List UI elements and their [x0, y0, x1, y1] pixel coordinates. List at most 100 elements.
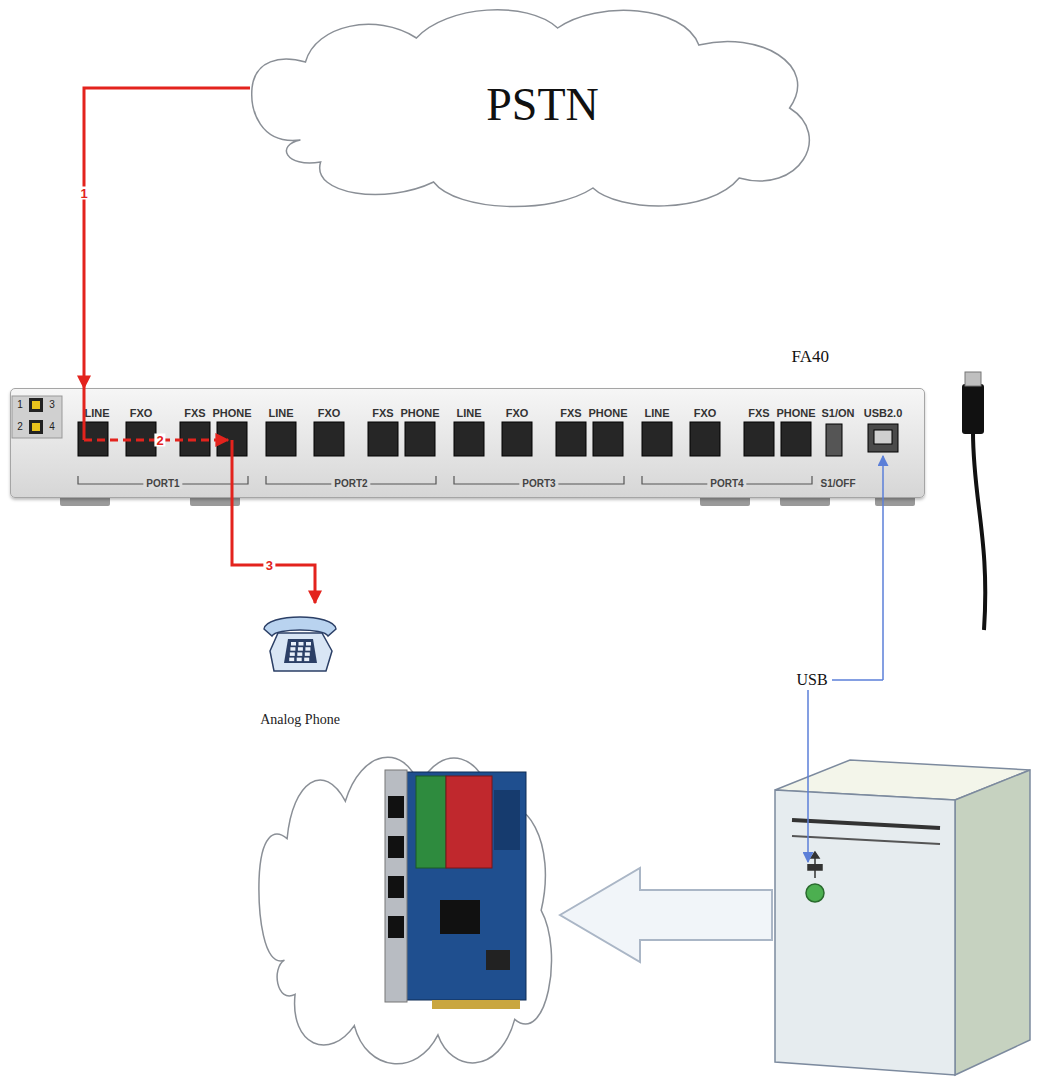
line-wiring [84, 388, 232, 498]
port-label: PHONE [588, 408, 627, 419]
phone-caption: Analog Phone [225, 712, 375, 728]
phone-handset [264, 617, 336, 636]
rj-jack [744, 422, 774, 456]
drive-slot [792, 836, 940, 844]
phone-key [289, 658, 294, 662]
port-label: FXO [130, 408, 153, 419]
block-arrow [560, 868, 772, 962]
usb-cable [962, 372, 985, 630]
card-cloud [259, 757, 552, 1064]
port-label: LINE [84, 408, 109, 419]
card-pcb [404, 772, 526, 1000]
rj-jack [180, 422, 210, 456]
callout-number: 1 [78, 187, 89, 200]
cloud-outline [252, 10, 810, 207]
port-label: FXO [506, 408, 529, 419]
port-label: LINE [644, 408, 669, 419]
callout-number: 3 [264, 559, 275, 572]
card-edge-connector [432, 1000, 520, 1009]
phone-key [299, 642, 304, 646]
plug-tip [965, 372, 981, 386]
led-number: 2 [17, 422, 23, 432]
phone-key [290, 652, 295, 656]
edge-layer [84, 88, 315, 603]
port-label: USB2.0 [864, 408, 903, 419]
connection-label: USB [794, 672, 829, 688]
port-label: FXS [372, 408, 393, 419]
port-label: LINE [268, 408, 293, 419]
cable-plug [962, 384, 984, 434]
port-label: FXO [694, 408, 717, 419]
port-label: S1/ON [821, 408, 854, 419]
phone-key [304, 658, 309, 662]
phone-key [306, 642, 311, 646]
rj-jack [368, 422, 398, 456]
port-label: PORT4 [707, 479, 746, 489]
drive-slot [792, 820, 940, 828]
rj-jack [388, 916, 404, 938]
port-label: PORT1 [143, 479, 182, 489]
phone-key [291, 642, 296, 646]
callout-number: 2 [154, 434, 165, 447]
port-label: FXO [318, 408, 341, 419]
phone-key [297, 658, 302, 662]
power-switch [826, 424, 842, 456]
port-label: PHONE [212, 408, 251, 419]
led [29, 398, 43, 412]
led-number: 4 [49, 422, 55, 432]
phone-key [297, 652, 302, 656]
rj-jack [388, 876, 404, 898]
led-number: 3 [49, 400, 55, 410]
port-label: LINE [456, 408, 481, 419]
network-cloud: PSTN [250, 0, 835, 215]
cloud-outline [259, 757, 552, 1064]
usb-port-inner [874, 430, 892, 444]
card-chip [440, 900, 480, 934]
rj-jack [78, 422, 108, 456]
rj-jack [217, 422, 247, 456]
card-module-blue [494, 790, 520, 850]
usb-connection [808, 456, 883, 862]
led-light [32, 423, 40, 431]
cloud-title: PSTN [486, 78, 598, 131]
rj-jack [454, 422, 484, 456]
usb-symbol [808, 852, 822, 878]
port-label: PORT2 [331, 479, 370, 489]
signal-arrow [232, 498, 315, 603]
rj-jack [388, 796, 404, 818]
port-label: FXS [184, 408, 205, 419]
phone-body [270, 633, 332, 671]
tower-side [955, 770, 1030, 1075]
tower-front [775, 790, 955, 1075]
card-module-red [446, 776, 492, 868]
rj-jack [781, 422, 811, 456]
device-name: FA40 [792, 347, 829, 367]
port-brackets [78, 476, 812, 484]
usb-line [882, 456, 884, 680]
rj-jack [266, 422, 296, 456]
cable-wire [973, 432, 985, 630]
phone-key [298, 647, 303, 651]
phone-key [305, 647, 310, 651]
computer-tower [775, 760, 1030, 1075]
phone-icon [260, 603, 340, 683]
port-label: PHONE [400, 408, 439, 419]
led-light [32, 401, 40, 409]
rj-jack [314, 422, 344, 456]
signal-arrow [84, 88, 250, 388]
port-label: S1/OFF [817, 479, 858, 489]
port-label: FXS [748, 408, 769, 419]
port-label: PHONE [776, 408, 815, 419]
pci-card [385, 770, 526, 1009]
analog-phone: Analog Phone [245, 603, 355, 728]
led-panel [12, 396, 62, 438]
rj-jack [690, 422, 720, 456]
rj-jack [388, 836, 404, 858]
card-bracket [385, 770, 407, 1002]
rj-jack [405, 422, 435, 456]
port-label: FXS [560, 408, 581, 419]
